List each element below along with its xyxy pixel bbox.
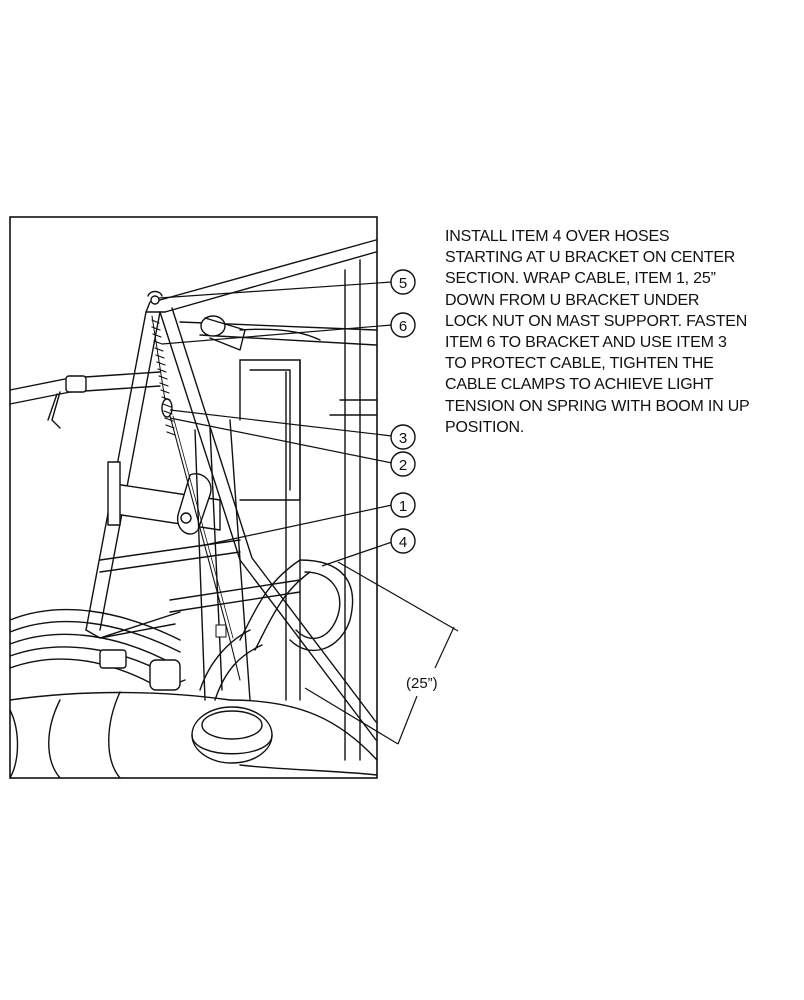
callout-3: 3 (390, 424, 416, 450)
dimension-line-lower (304, 687, 399, 745)
dimension-line-vertical-lower (397, 695, 418, 745)
callout-2: 2 (390, 451, 416, 477)
instruction-line: LOCK NUT ON MAST SUPPORT. FASTEN (445, 312, 748, 330)
instruction-line: SECTION. WRAP CABLE, ITEM 1, 25” (445, 270, 716, 288)
callout-2-label: 2 (399, 457, 407, 474)
instruction-line: STARTING AT U BRACKET ON CENTER (445, 249, 736, 267)
leader-5 (158, 281, 393, 299)
leader-3 (169, 409, 393, 437)
instruction-line: TENSION ON SPRING WITH BOOM IN UP (445, 397, 750, 415)
leader-6 (161, 324, 393, 345)
callout-leaders (158, 281, 393, 567)
callout-4-label: 4 (399, 534, 407, 551)
callout-6: 6 (390, 312, 416, 338)
callout-1: 1 (390, 492, 416, 518)
callout-4: 4 (390, 528, 416, 554)
callout-1-label: 1 (399, 498, 407, 515)
dimension-lines (304, 561, 459, 745)
callout-3-label: 3 (399, 430, 407, 447)
leader-4 (321, 541, 393, 567)
callout-5: 5 (390, 269, 416, 295)
callout-5-label: 5 (399, 275, 407, 292)
installation-instructions: INSTALL ITEM 4 OVER HOSES STARTING AT U … (445, 226, 795, 438)
leader-2 (169, 417, 393, 464)
instruction-line: INSTALL ITEM 4 OVER HOSES (445, 228, 670, 245)
instruction-line: POSITION. (445, 418, 525, 436)
illustration-frame (9, 216, 378, 779)
dimension-label: (25”) (406, 675, 438, 692)
instruction-line: DOWN FROM U BRACKET UNDER (445, 291, 700, 309)
dimension-line-upper (337, 561, 459, 632)
leader-1 (199, 504, 393, 547)
instruction-line: ITEM 6 TO BRACKET AND USE ITEM 3 (445, 334, 727, 352)
instruction-line: TO PROTECT CABLE, TIGHTEN THE (445, 355, 714, 373)
callout-6-label: 6 (399, 318, 407, 335)
machine-drawing (9, 239, 378, 779)
instruction-line: CABLE CLAMPS TO ACHIEVE LIGHT (445, 376, 714, 394)
dimension-line-vertical (434, 626, 455, 669)
